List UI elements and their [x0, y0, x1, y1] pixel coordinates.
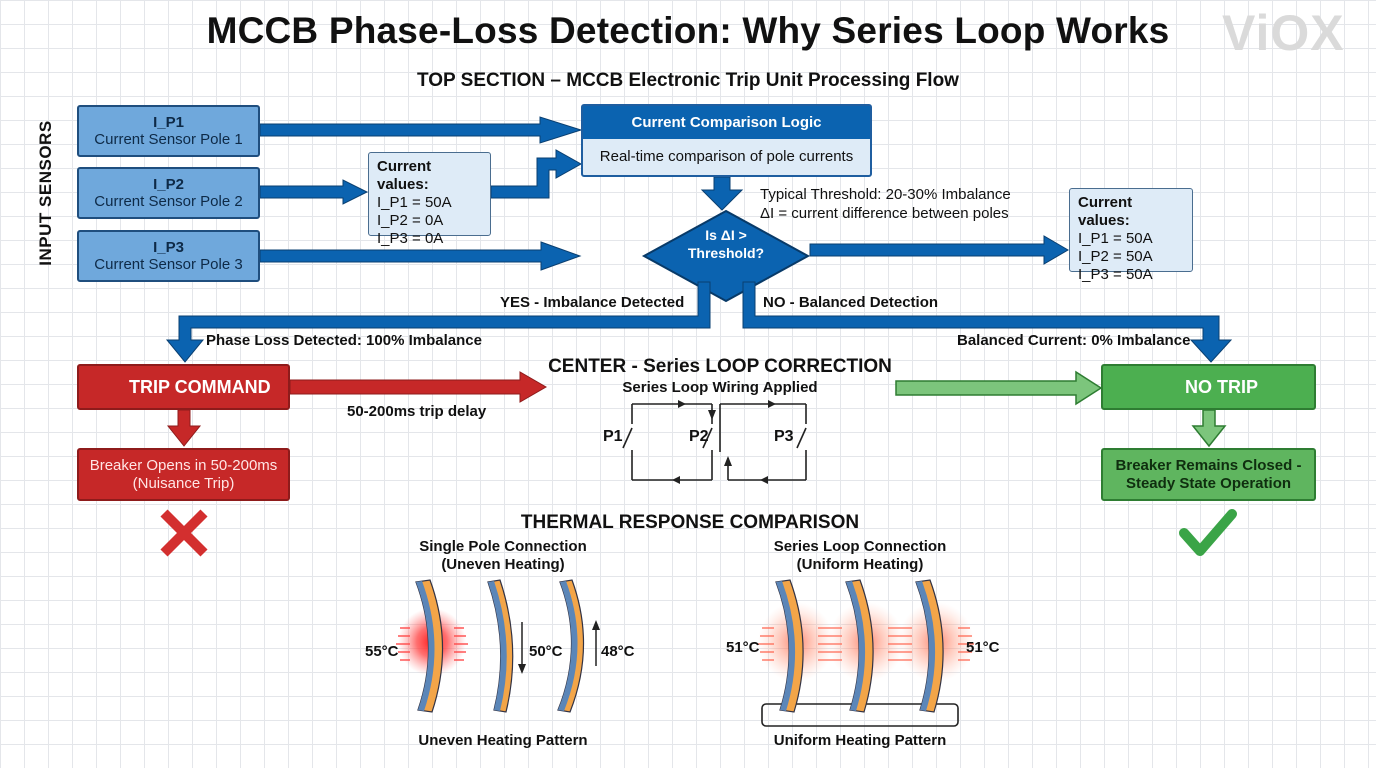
series-loop-thermal	[758, 579, 974, 727]
value-line: I_P3 = 0A	[377, 230, 444, 247]
value-line: I_P2 = 50A	[1078, 248, 1153, 265]
input-sensors-label: INPUT SENSORS	[36, 120, 55, 266]
trip-command-box: TRIP COMMAND	[77, 364, 290, 410]
value-line: I_P2 = 0A	[377, 212, 444, 229]
sensor-pole-1: I_P1 Current Sensor Pole 1	[77, 105, 260, 157]
arrow-values-to-logic	[490, 149, 583, 199]
single-pole-thermal	[396, 579, 600, 713]
sensor-label: Current Sensor Pole 2	[94, 193, 243, 210]
series-loop-title-line: (Uniform Heating)	[796, 556, 924, 573]
center-section-subtitle: Series Loop Wiring Applied	[622, 379, 818, 396]
current-values-balanced: Current values: I_P1 = 50A I_P2 = 50A I_…	[1069, 188, 1193, 283]
trip-result-line: (Nuisance Trip)	[132, 475, 235, 492]
fail-x-icon	[160, 509, 208, 557]
balanced-label: Balanced Current: 0% Imbalance	[957, 332, 1191, 349]
series-loop-title-line: Series Loop Connection	[773, 538, 947, 555]
sensor-name: I_P3	[153, 239, 184, 256]
single-pole-title-line: (Uneven Heating)	[441, 556, 565, 573]
arrow-p1-to-logic	[259, 116, 583, 144]
current-values-imbalanced: Current values: I_P1 = 50A I_P2 = 0A I_P…	[368, 152, 491, 247]
decision-line: Threshold?	[687, 245, 765, 261]
pole-label-p2: P2	[689, 428, 709, 445]
sensor-pole-2: I_P2 Current Sensor Pole 2	[77, 167, 260, 219]
arrow-yes-branch	[165, 281, 711, 363]
arrow-center-to-notrip	[895, 370, 1103, 406]
yes-branch-label: YES - Imbalance Detected	[500, 294, 685, 311]
top-section-label: TOP SECTION – MCCB Electronic Trip Unit …	[417, 70, 959, 91]
sensor-pole-3: I_P3 Current Sensor Pole 3	[77, 230, 260, 282]
sensor-label: Current Sensor Pole 3	[94, 256, 243, 273]
single-pole-title-line: Single Pole Connection	[419, 538, 587, 555]
pole-label-p1: P1	[603, 428, 623, 445]
page-title: MCCB Phase-Loss Detection: Why Series Lo…	[206, 10, 1170, 51]
threshold-note: Typical Threshold: 20-30% Imbalance	[760, 186, 1011, 203]
values-heading: Current values:	[377, 158, 432, 193]
no-trip-result-box: Breaker Remains Closed - Steady State Op…	[1101, 448, 1316, 501]
value-line: I_P1 = 50A	[1078, 230, 1153, 247]
single-pole-title: Single Pole Connection (Uneven Heating)	[383, 538, 623, 574]
trip-result-box: Breaker Opens in 50-200ms (Nuisance Trip…	[77, 448, 290, 501]
arrow-decision-to-values	[809, 235, 1069, 265]
decision-diamond	[641, 209, 811, 303]
delta-definition: ΔI = current difference between poles	[760, 205, 1009, 222]
no-trip-result-line: Breaker Remains Closed -	[1115, 457, 1302, 474]
arrow-trip-down	[166, 409, 202, 447]
comparison-logic-title: Current Comparison Logic	[583, 106, 870, 139]
sensor-name: I_P1	[153, 114, 184, 131]
arrow-no-branch	[742, 281, 1233, 363]
arrow-trip-to-center	[289, 371, 548, 403]
phase-loss-label: Phase Loss Detected: 100% Imbalance	[206, 332, 482, 349]
trip-result-line: Breaker Opens in 50-200ms	[89, 457, 278, 474]
temp-pole-1: 55°C	[365, 643, 399, 660]
arrow-p3-to-logic	[259, 241, 582, 271]
no-trip-result-line: Steady State Operation	[1125, 475, 1292, 492]
comparison-logic-box: Current Comparison Logic Real-time compa…	[581, 104, 872, 177]
brand-logo: ViOX	[1222, 5, 1345, 61]
series-loop-wiring	[622, 403, 807, 481]
trip-delay-label: 50-200ms trip delay	[347, 403, 487, 420]
thermal-section-title: THERMAL RESPONSE COMPARISON	[520, 512, 860, 533]
value-line: I_P3 = 50A	[1078, 266, 1153, 283]
temp-pole-2: 50°C	[529, 643, 563, 660]
decision-line: Is ΔI >	[705, 227, 747, 243]
center-section-title: CENTER - Series LOOP CORRECTION	[548, 356, 892, 377]
temp-pole-3: 48°C	[601, 643, 635, 660]
pole-label-p3: P3	[774, 428, 794, 445]
sensor-name: I_P2	[153, 176, 184, 193]
arrow-p2-to-values	[259, 179, 369, 205]
no-branch-label: NO - Balanced Detection	[763, 294, 939, 311]
sensor-label: Current Sensor Pole 1	[94, 131, 243, 148]
arrow-notrip-down	[1191, 409, 1227, 448]
value-line: I_P1 = 50A	[377, 194, 452, 211]
temp-series-left: 51°C	[726, 639, 760, 656]
values-heading: Current values:	[1078, 194, 1133, 229]
loop-arrowheads	[672, 400, 776, 484]
decision-text: Is ΔI > Threshold?	[646, 226, 806, 262]
comparison-logic-body: Real-time comparison of pole currents	[599, 148, 854, 165]
series-loop-caption: Uniform Heating Pattern	[773, 732, 947, 749]
no-trip-box: NO TRIP	[1101, 364, 1316, 410]
series-loop-title: Series Loop Connection (Uniform Heating)	[740, 538, 980, 574]
temp-series-right: 51°C	[966, 639, 1000, 656]
single-pole-caption: Uneven Heating Pattern	[418, 732, 588, 749]
arrow-logic-to-decision	[700, 176, 744, 211]
pass-check-icon	[1179, 509, 1237, 556]
